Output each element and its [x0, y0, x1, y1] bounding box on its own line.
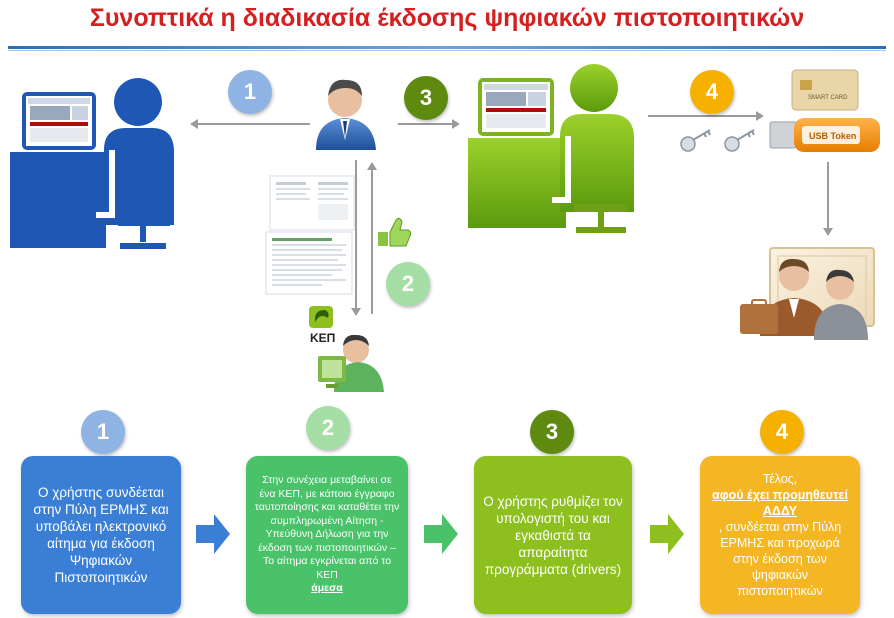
kep-label: ΚΕΠ	[310, 331, 335, 345]
step-4-text-after: , συνδέεται στην Πύλη ΕΡΜΗΣ και προχωρά …	[718, 520, 842, 598]
step-4-text-before: Τέλος,	[762, 472, 798, 486]
step-2-emphasis: άμεσα	[311, 582, 343, 595]
step-4-circle: 4	[760, 410, 804, 454]
top-step-circle-4: 4	[690, 70, 734, 114]
step-2-text: Στην συνέχεια μεταβαίνει σε ένα ΚΕΠ, με …	[254, 474, 400, 581]
top-step-circle-3: 3	[404, 76, 448, 120]
step-2-box: Στην συνέχεια μεταβαίνει σε ένα ΚΕΠ, με …	[246, 456, 408, 614]
kep-logo-icon: ΚΕΠ	[309, 306, 335, 345]
step-3-circle: 3	[530, 410, 574, 454]
step-2-circle: 2	[306, 406, 350, 450]
application-form-icon	[265, 175, 355, 295]
user-businessman-icon	[316, 79, 376, 150]
page-title: Συνοπτικά η διαδικασία έκδοσης ψηφιακών …	[89, 4, 805, 32]
top-step-circle-1: 1	[228, 70, 272, 114]
step-1-text: Ο χρήστης συνδέεται στην Πύλη ΕΡΜΗΣ και …	[33, 485, 169, 585]
step-1-box: Ο χρήστης συνδέεται στην Πύλη ΕΡΜΗΣ και …	[21, 456, 181, 614]
arrow-step-1-to-2-icon	[196, 514, 230, 554]
smart-card-icon: SMART CARD	[791, 69, 859, 111]
step-3-box: Ο χρήστης ρυθμίζει τον υπολογιστή του κα…	[474, 456, 632, 614]
title-underline	[8, 46, 886, 51]
step-4-emphasis: αφού έχει προμηθευτεί ΑΔΔΥ	[712, 488, 848, 518]
kep-clerk-icon	[318, 334, 384, 392]
keys-icon	[680, 129, 755, 152]
certificate-recipient-icon	[740, 247, 875, 340]
top-step-circle-2: 2	[386, 262, 430, 306]
usb-token-icon: USB Token	[769, 118, 880, 152]
process-illustration: SMART CARD USB Token	[10, 64, 880, 392]
step-3-text: Ο χρήστης ρυθμίζει τον υπολογιστή του κα…	[483, 493, 623, 577]
thumbs-up-icon	[378, 217, 412, 247]
step-4-box: Τέλος, αφού έχει προμηθευτεί ΑΔΔΥ, συνδέ…	[700, 456, 860, 614]
usb-token-label: USB Token	[809, 131, 856, 141]
user-computer-green-icon	[468, 64, 634, 233]
step-1-circle: 1	[81, 410, 125, 454]
user-computer-blue-icon	[10, 78, 174, 249]
arrow-step-3-to-4-icon	[650, 514, 684, 554]
arrow-step-2-to-3-icon	[424, 514, 458, 554]
smart-card-label: SMART CARD	[808, 95, 848, 101]
